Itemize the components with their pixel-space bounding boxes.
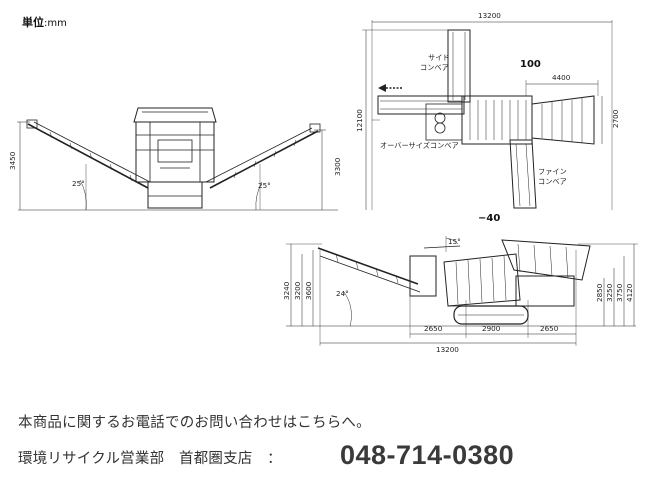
top-discharge-width: 4400 xyxy=(552,73,571,82)
contact-department: 環境リサイクル営業部 首都圏支店 ： xyxy=(18,451,282,467)
side-conveyor-label-2: コンベア xyxy=(420,63,449,72)
side-segment-3: 2650 xyxy=(540,324,559,333)
front-left-angle: 25° xyxy=(72,179,85,188)
side-angle-left: 24° xyxy=(336,289,349,298)
side-right-height-2: 3250 xyxy=(605,283,614,302)
front-left-height: 3450 xyxy=(8,151,17,170)
side-right-height-3: 3750 xyxy=(615,283,624,302)
side-right-height-4: 4120 xyxy=(625,283,634,302)
side-left-height-1: 3240 xyxy=(282,281,291,300)
front-right-angle: 25° xyxy=(258,181,271,190)
oversize-conveyor-label: オーバーサイズコンベア xyxy=(380,141,459,150)
side-segment-1: 2650 xyxy=(424,324,443,333)
side-right-height-1: 2850 xyxy=(595,283,604,302)
top-mark-100: 100 xyxy=(520,59,541,70)
side-segment-2: 2900 xyxy=(482,324,501,333)
units-label: 単位:mm xyxy=(22,14,67,30)
contact-intro: 本商品に関するお電話でのお問い合わせはこちらへ。 xyxy=(18,415,371,431)
top-overall-width: 13200 xyxy=(478,11,501,20)
units-value: :mm xyxy=(44,18,67,29)
side-view xyxy=(286,236,638,346)
side-overall-length: 13200 xyxy=(436,345,459,354)
side-angle-top: 15° xyxy=(448,237,461,246)
side-left-height-3: 3600 xyxy=(304,281,313,300)
top-overall-length: 12100 xyxy=(355,109,364,132)
top-view xyxy=(362,20,613,210)
front-view xyxy=(17,107,338,211)
side-left-height-2: 3200 xyxy=(293,281,302,300)
top-mark-minus40: −40 xyxy=(478,213,500,224)
fine-conveyor-label-2: コンベア xyxy=(538,177,567,186)
contact-phone[interactable]: 048-714-0380 xyxy=(340,440,515,470)
front-right-height: 3300 xyxy=(333,157,342,176)
units-prefix: 単位 xyxy=(22,16,44,29)
side-conveyor-label-1: サイド xyxy=(428,53,450,62)
fine-conveyor-label-1: ファイン xyxy=(538,167,567,176)
top-hopper-width: 2700 xyxy=(611,109,620,128)
